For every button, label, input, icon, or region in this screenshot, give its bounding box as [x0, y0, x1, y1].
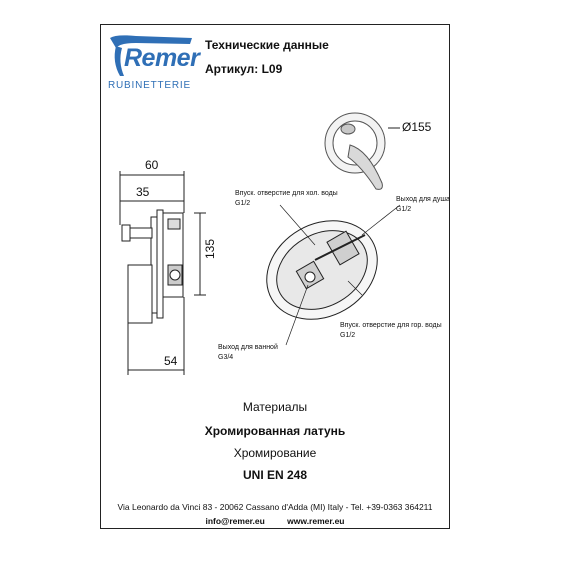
material-value: Хромированная латунь — [204, 424, 346, 438]
note-shower-outlet-thread: G1/2 — [396, 206, 411, 213]
standard-value: UNI EN 248 — [242, 468, 308, 482]
materials-label: Материалы — [242, 400, 308, 414]
remer-logo-icon — [110, 35, 192, 76]
logo-subtitle: RUBINETTERIE — [108, 80, 191, 91]
footer-address: Via Leonardo da Vinci 83 - 20062 Cassano… — [117, 502, 433, 512]
note-shower-outlet: Выход для душа — [396, 196, 450, 203]
note-cold-inlet: Впуск. отверстие для хол. воды — [235, 190, 338, 197]
note-cold-inlet-thread: G1/2 — [235, 200, 250, 207]
note-hot-inlet-thread: G1/2 — [340, 332, 355, 339]
side-view-drawing — [119, 171, 206, 375]
note-hot-inlet: Впуск. отверстие для гор. воды — [340, 322, 442, 329]
article-number: Артикул: L09 — [205, 62, 283, 76]
valve-body-perspective — [266, 220, 378, 320]
dimension-depth: 54 — [164, 354, 178, 368]
dimension-width-total: 60 — [145, 158, 159, 172]
footer-contacts: info@remer.eu www.remer.eu — [100, 516, 450, 526]
note-bath-outlet-thread: G3/4 — [218, 354, 233, 361]
dimension-height: 135 — [203, 239, 217, 259]
dimension-diameter: Ø155 — [402, 120, 432, 134]
product-render — [324, 112, 386, 190]
note-bath-outlet: Выход для ванной — [218, 343, 278, 351]
footer-website-link[interactable]: www.remer.eu — [287, 516, 345, 526]
page-title: Технические данные — [205, 38, 329, 52]
technical-drawing: 60 35 135 54 Ø155 Впуск. отверстие для х… — [119, 112, 450, 375]
footer-email-link[interactable]: info@remer.eu — [205, 516, 265, 526]
finish-value: Хромирование — [233, 446, 317, 460]
dimension-width-inner: 35 — [136, 185, 150, 199]
logo-wordmark: Remer — [124, 44, 200, 72]
